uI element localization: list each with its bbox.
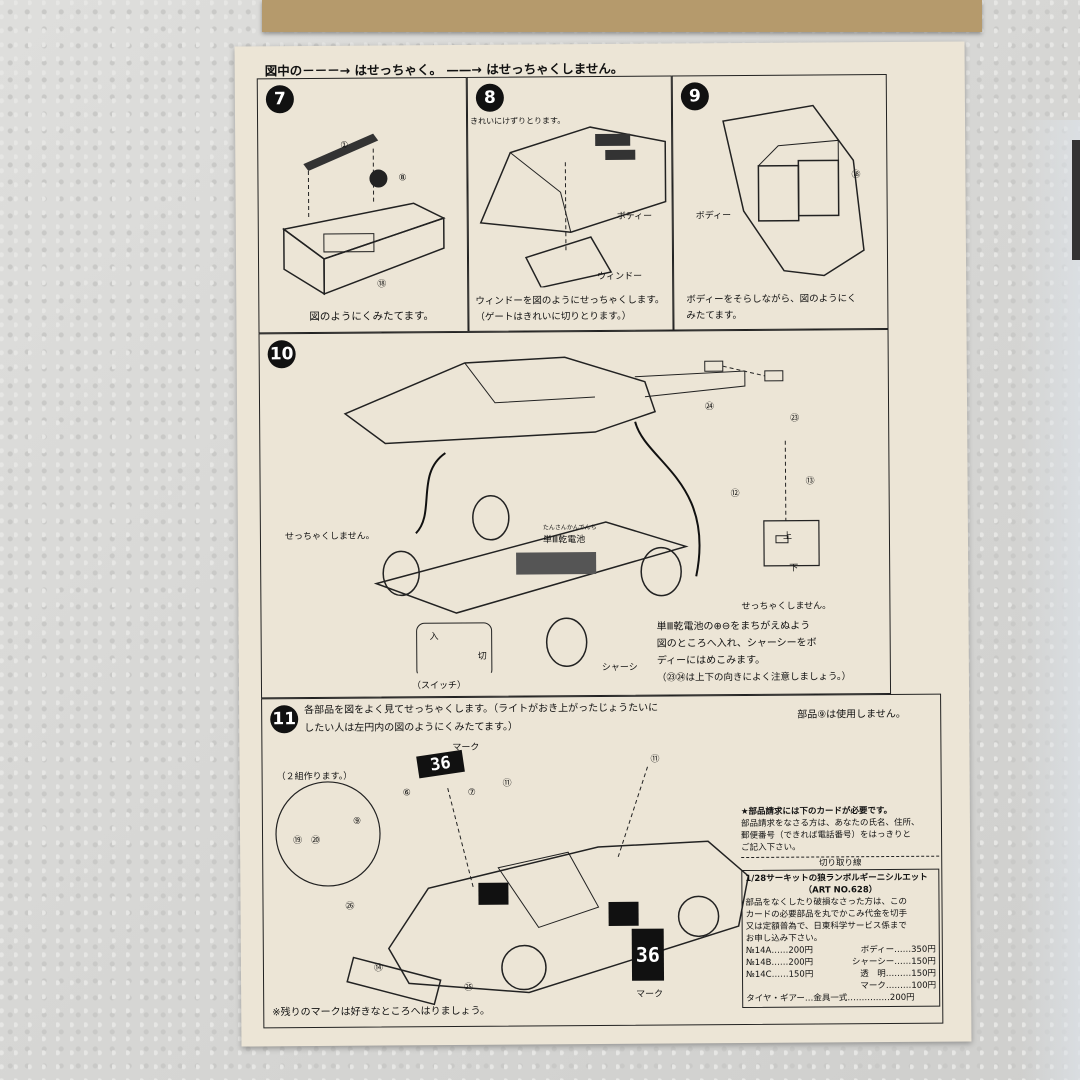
step-10-note-3: ディーにはめこみます。 (656, 654, 766, 667)
switch-on-label: 入 (429, 632, 439, 643)
price-row-last: タイヤ・ギアー…金具一式……………200円 (746, 992, 915, 1005)
step-8-caption-1: ウィンドーを図のようにせっちゃくします。 (475, 294, 665, 307)
mark-label-2: マーク (636, 989, 664, 1000)
step-9-caption-2: みたてます。 (686, 310, 743, 322)
part-label: ⑦ (467, 787, 476, 798)
step-7-panel: 7 ① ⑧ ⑱ 図のようにくみたてます。 (256, 76, 469, 334)
part-label: ⑫ (730, 489, 740, 500)
step-10-panel: 10 ㉔ ㉓ ⑬ ⑫ せっちゃくしません。 たんさんかんでんち 単Ⅲ乾電 (258, 329, 892, 699)
down-label: 下 (789, 563, 799, 574)
step-8-illustration (479, 126, 667, 288)
dark-edge (1072, 140, 1080, 260)
part-label: ⑳ (311, 835, 321, 847)
part-label: ⑱ (851, 170, 861, 181)
part-label: ㉕ (464, 982, 474, 993)
card-product: 1/28サーキットの狼ランボルギーニシルエット (745, 872, 928, 885)
step-8-caption-2: （ゲートはきれいに切りとります。） (475, 310, 632, 323)
window-label: ウィンドー (597, 271, 643, 283)
chassis-label: シャーシ (601, 662, 638, 674)
step-11-footer: ※残りのマークは好きなところへはりましょう。 (272, 1005, 491, 1019)
step-11-illustration (275, 766, 750, 1006)
step-10-note-2: 図のところへ入れ、シャーシーをボ (656, 637, 817, 650)
switch-off-label: 切 (477, 651, 487, 662)
step-10-illustration (343, 356, 820, 675)
part-label: ⑥ (402, 788, 411, 799)
unused-part-note: 部品⑨は使用しません。 (797, 708, 906, 721)
part-label: ㉖ (345, 901, 355, 912)
battery-ruby: たんさんかんでんち (542, 524, 597, 532)
part-label: ㉓ (790, 413, 800, 424)
part-label: ㉔ (705, 402, 715, 413)
part-label: ⑪ (502, 778, 512, 789)
parts-request-card: ★部品請求には下のカードが必要です。 部品請求をなさる方は、あなたの氏名、住所、… (741, 805, 941, 1009)
step-11-text-2: したい人は左円内の図のようにくみたてます。） (304, 721, 519, 735)
instruction-sheet: 図中の－－－→ はせっちゃく。 ——→ はせっちゃくしません。 7 ① ⑧ ⑱ … (234, 41, 972, 1047)
card-text: カードの必要部品を丸でかこみ代金を切手 (745, 908, 908, 921)
part-label: ⑬ (805, 476, 815, 487)
part-label: ⑭ (373, 963, 384, 974)
plastic-wrap (1020, 120, 1080, 1080)
step-number: 8 (475, 83, 504, 112)
no-glue-label-2: せっちゃくしません。 (741, 601, 832, 613)
step-9-panel: 9 ボディー ⑱ ボディーをそらしながら、図のようにく みたてます。 (671, 74, 889, 331)
part-label: ⑧ (398, 173, 407, 184)
part-label: ⑲ (293, 836, 303, 847)
body-label: ボディー (616, 211, 653, 222)
step-11-text-1: 各部品を図をよく見てせっちゃくします。（ライトがおき上がったじょうたいに (304, 702, 659, 717)
part-label: ⑨ (352, 816, 362, 827)
card-text: ご記入下さい。 (741, 842, 801, 854)
part-label: ⑪ (650, 754, 660, 765)
step-10-note-1: 単Ⅲ乾電池の⊕⊖をまちがえぬよう (656, 620, 811, 633)
part-label: ⑱ (377, 279, 387, 290)
card-text: 郵便番号（できれば電話番号）をはっきりと (741, 829, 912, 842)
step-11-panel: 11 各部品を図をよく見てせっちゃくします。（ライトがおき上がったじょうたいに … (261, 693, 944, 1029)
battery-label: 単Ⅲ乾電池 (542, 535, 586, 546)
step-8-panel: 8 きれいにけずりとります。 ボディー ウィンドー ウィンドーを図のようにせっち… (466, 75, 674, 332)
part-label: ① (340, 140, 349, 151)
decal-36-side: 36 (631, 928, 665, 981)
step-10-note-4: （㉓㉔は上下の向きによく注意しましょう。） (656, 671, 852, 684)
step-7-illustration (281, 133, 446, 296)
step-9-illustration (722, 104, 865, 277)
switch-label: （スイッチ） (411, 680, 467, 692)
step-number: 11 (270, 705, 299, 734)
no-glue-label-1: せっちゃくしません。 (284, 531, 375, 543)
step-9-caption-1: ボディーをそらしながら、図のようにく (686, 293, 857, 306)
cardboard-box-edge (262, 0, 982, 32)
step-7-caption: 図のようにくみたてます。 (309, 310, 435, 324)
up-label: 上 (782, 531, 793, 542)
body-label: ボディー (695, 211, 732, 222)
